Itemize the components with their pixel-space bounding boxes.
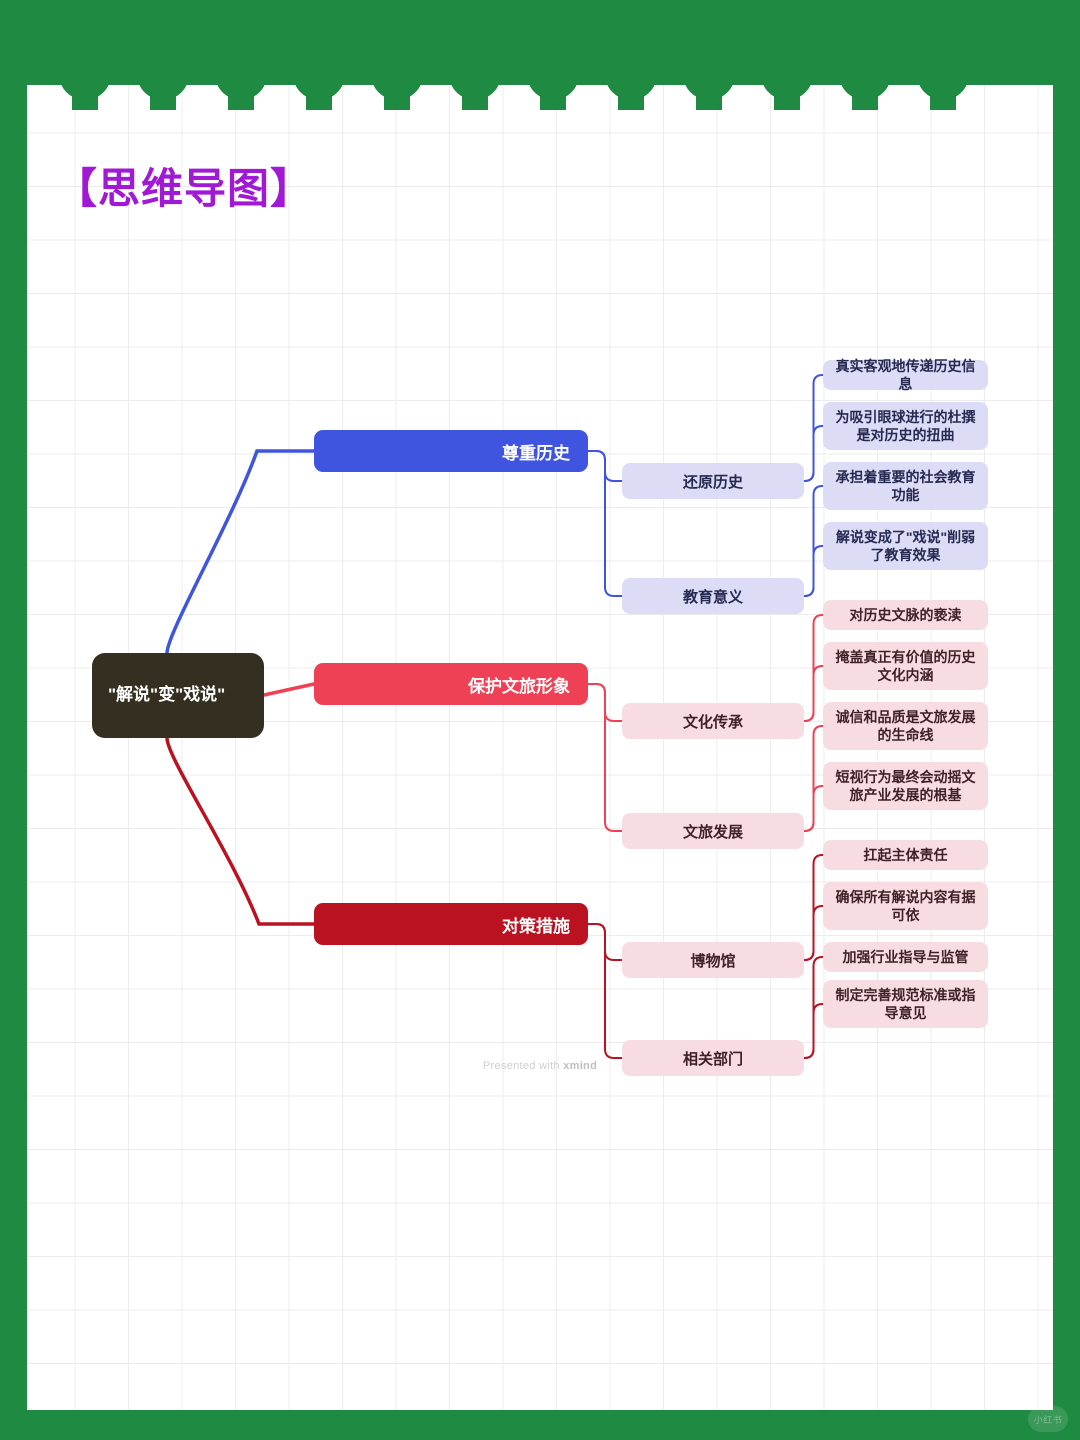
binding-ring	[683, 48, 735, 100]
binding-ring	[449, 48, 501, 100]
binding-ring	[59, 48, 111, 100]
binding-ring	[761, 48, 813, 100]
binding-ring	[215, 48, 267, 100]
binding-ring	[917, 48, 969, 100]
page-title: 【思维导图】	[55, 165, 314, 212]
binding-ring	[371, 48, 423, 100]
binding-ring	[137, 48, 189, 100]
paper-sheet	[27, 85, 1053, 1410]
binding-ring	[605, 48, 657, 100]
binding-ring	[839, 48, 891, 100]
watermark-badge: 小红书	[1028, 1406, 1068, 1432]
binding-ring	[293, 48, 345, 100]
binding-ring	[527, 48, 579, 100]
